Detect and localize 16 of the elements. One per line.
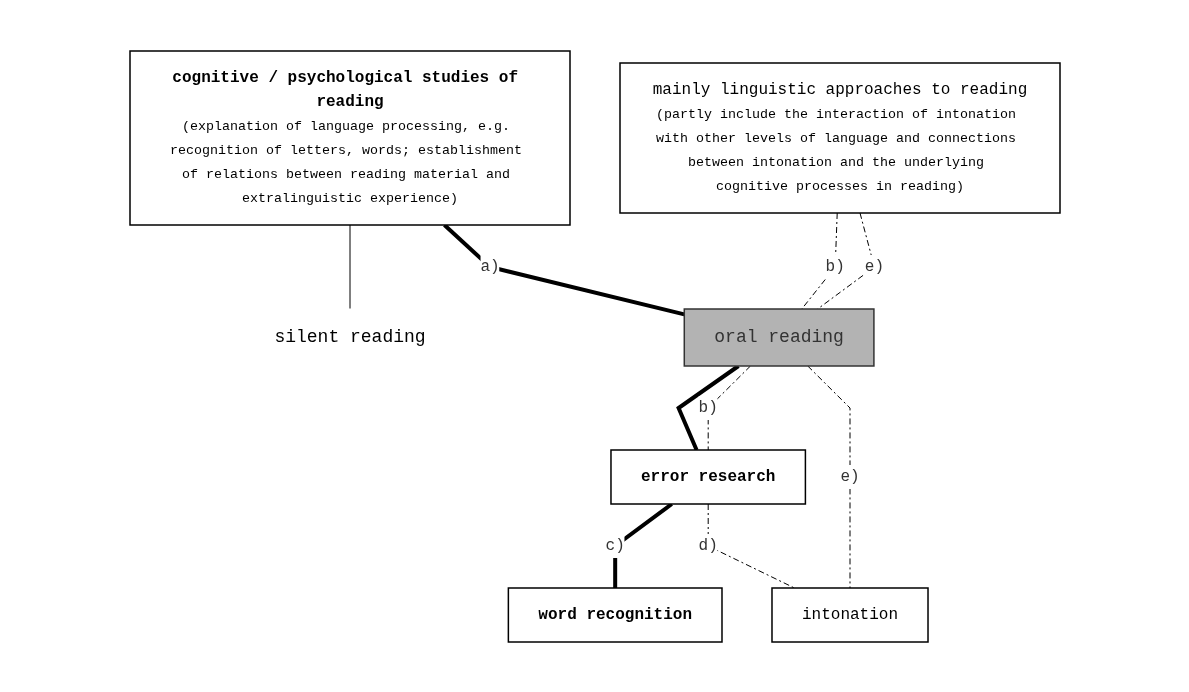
edge-label: e) — [839, 467, 860, 486]
node-box: intonation — [770, 586, 929, 643]
node-box: mainly linguistic approaches to reading (partly include the interaction of intonation with other levels of language and connections between intonation and the underlying cognitive processes in reading) — [618, 61, 1061, 214]
edge-label: d) — [698, 536, 718, 555]
edge-label: a) — [479, 257, 500, 276]
node-text: silent reading — [273, 326, 426, 347]
edge-label: b) — [825, 257, 845, 276]
connector — [707, 365, 751, 450]
edge-label: c) — [605, 536, 625, 555]
node-box: oral reading — [683, 307, 875, 367]
node-box: word recognition — [507, 586, 723, 643]
node-box: error research — [609, 448, 806, 505]
node-box: cognitive / psychological studies of reading (explanation of language processing, e.g. recognition of letters, words; establishment of relations between reading material and extralinguistic experience) — [128, 49, 571, 226]
edge-label: e) — [864, 257, 884, 276]
connector — [349, 224, 350, 309]
edge-label: b) — [698, 398, 718, 417]
